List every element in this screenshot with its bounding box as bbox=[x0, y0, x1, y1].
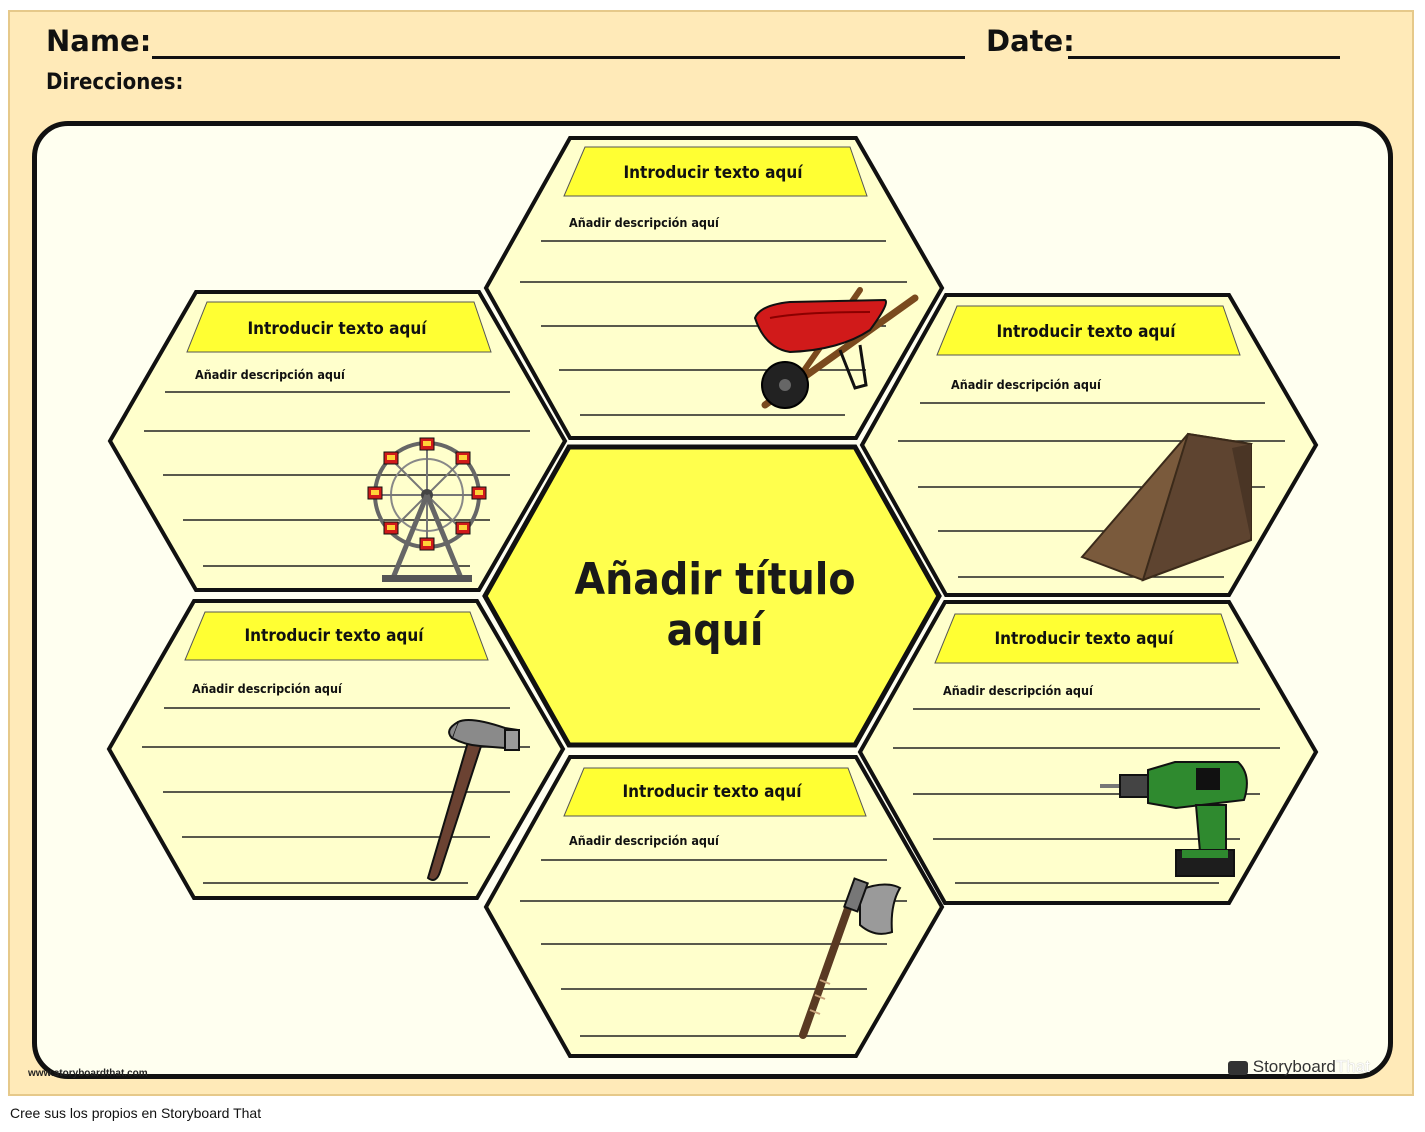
name-input-line[interactable] bbox=[152, 56, 965, 59]
date-label: Date: bbox=[986, 24, 1075, 58]
cell-description[interactable]: Añadir descripción aquí bbox=[192, 681, 343, 696]
title-banner[interactable] bbox=[934, 613, 1239, 664]
ramp-wedge-icon bbox=[1080, 432, 1253, 582]
logo-text-storyboard: Storyboard bbox=[1252, 1057, 1336, 1076]
cell-description[interactable]: Añadir descripción aquí bbox=[569, 215, 720, 230]
title-banner[interactable] bbox=[563, 767, 867, 817]
hammer-icon bbox=[426, 719, 520, 881]
axe-icon bbox=[799, 877, 902, 1039]
cell-description[interactable]: Añadir descripción aquí bbox=[951, 377, 1102, 392]
cell-description[interactable]: Añadir descripción aquí bbox=[943, 683, 1094, 698]
wheelbarrow-icon bbox=[753, 287, 919, 409]
center-title-line2[interactable]: aquí bbox=[667, 605, 766, 656]
cell-title[interactable]: Introducir texto aquí bbox=[622, 782, 802, 802]
title-banner[interactable] bbox=[186, 301, 492, 353]
name-label: Name: bbox=[46, 24, 152, 58]
cell-title[interactable]: Introducir texto aquí bbox=[247, 319, 427, 339]
power-drill-icon bbox=[1100, 761, 1248, 877]
watermark-url: www.storyboardthat.com bbox=[28, 1068, 148, 1079]
cell-title[interactable]: Introducir texto aquí bbox=[996, 322, 1176, 342]
cell-description[interactable]: Añadir descripción aquí bbox=[195, 367, 346, 382]
cell-title[interactable]: Introducir texto aquí bbox=[244, 626, 424, 646]
speech-bubble-icon bbox=[1228, 1060, 1248, 1075]
logo-text-that: That bbox=[1335, 1057, 1370, 1076]
title-banner[interactable] bbox=[936, 305, 1241, 356]
hex-cell-lower-left: Introducir texto aquí Añadir descripción… bbox=[106, 599, 566, 900]
hex-cell-bottom: Introducir texto aquí Añadir descripción… bbox=[483, 755, 945, 1058]
cell-description[interactable]: Añadir descripción aquí bbox=[569, 833, 720, 848]
hex-cell-upper-right: Introducir texto aquí Añadir descripción… bbox=[859, 293, 1319, 597]
hex-cell-lower-right: Introducir texto aquí Añadir descripción… bbox=[857, 600, 1319, 905]
title-banner[interactable] bbox=[184, 611, 489, 661]
footer-text[interactable]: Cree sus los propios en Storyboard That bbox=[10, 1105, 262, 1121]
storyboardthat-logo: StoryboardThat bbox=[1228, 1057, 1370, 1077]
ferris-wheel-icon bbox=[367, 437, 487, 582]
cell-title[interactable]: Introducir texto aquí bbox=[623, 163, 803, 183]
center-title-line1[interactable]: Añadir título bbox=[574, 554, 855, 605]
directions-label: Direcciones: bbox=[46, 70, 184, 95]
center-hexagon[interactable]: Añadir título aquí bbox=[482, 444, 942, 748]
date-input-line[interactable] bbox=[1068, 56, 1340, 59]
cell-title[interactable]: Introducir texto aquí bbox=[994, 629, 1174, 649]
title-banner[interactable] bbox=[563, 146, 868, 197]
hex-cell-top: Introducir texto aquí Añadir descripción… bbox=[483, 136, 945, 440]
hex-cell-upper-left: Introducir texto aquí Añadir descripción… bbox=[107, 290, 568, 592]
